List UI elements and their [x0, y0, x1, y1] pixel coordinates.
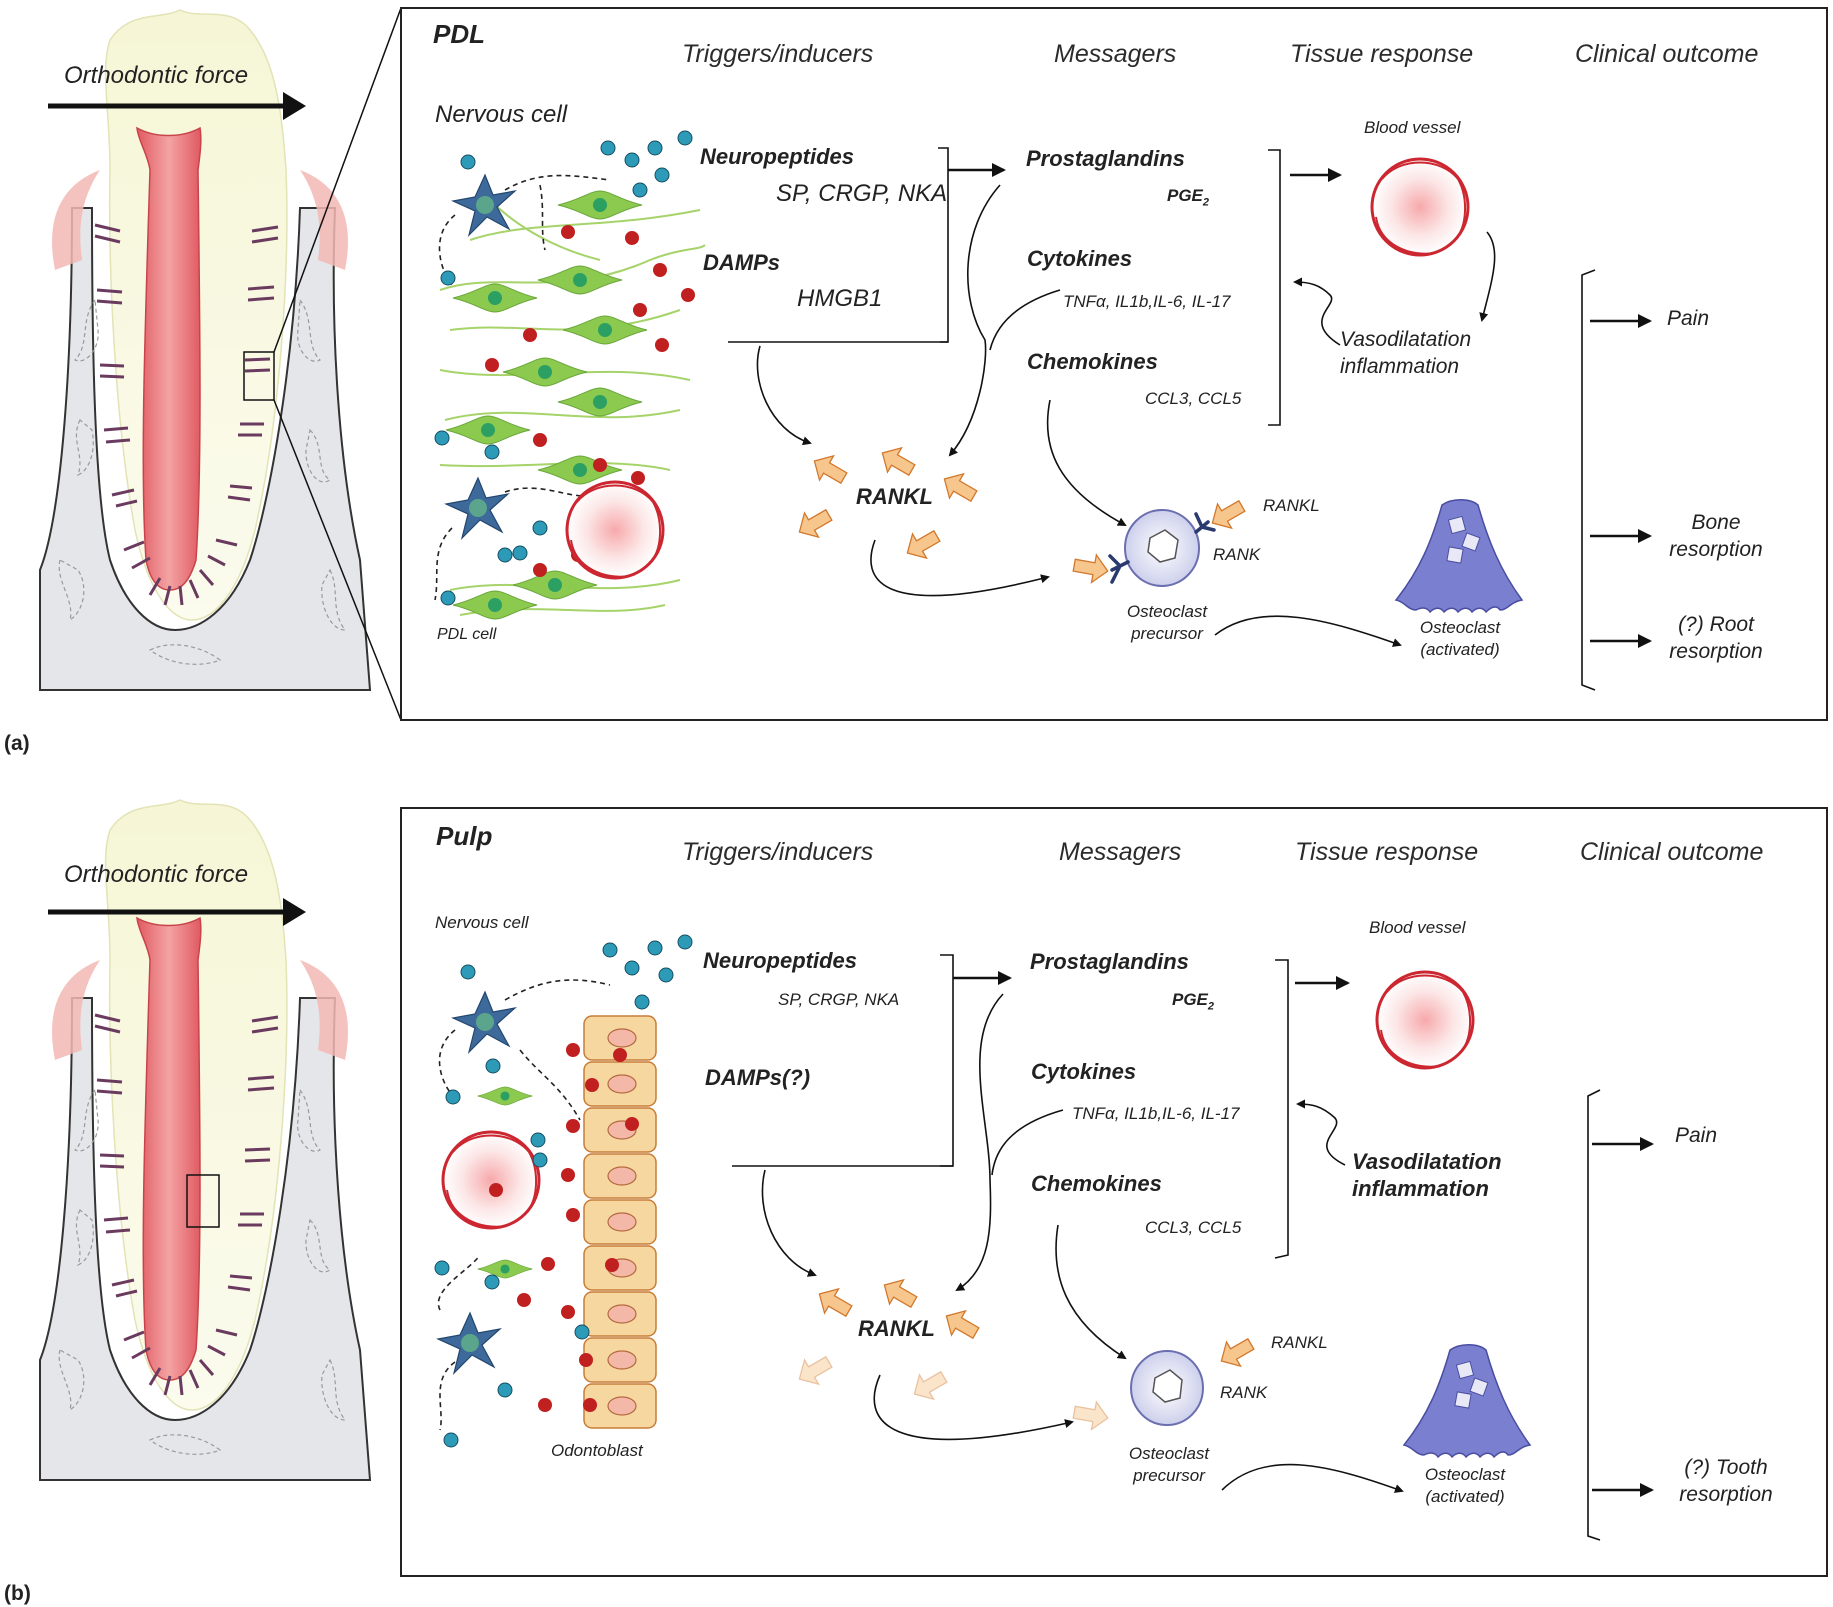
chemokines-label-a: Chemokines — [1027, 349, 1158, 374]
flow-lines-a — [728, 147, 1652, 691]
cytokines-list-a: TNFα, IL1b,IL-6, IL-17 — [1063, 292, 1231, 311]
osteoclast-activated-label-a-2: (activated) — [1420, 640, 1500, 659]
neuropeptides-list-b: SP, CRGP, NKA — [778, 990, 900, 1009]
tooth-resorption-label-1: (?) Tooth — [1684, 1456, 1768, 1479]
osteoclast-precursor-b — [1130, 1350, 1204, 1426]
root-resorption-label-1: (?) Root — [1678, 613, 1754, 636]
osteoclast-activated-b — [1403, 1344, 1531, 1458]
blood-vessel-in-field-a — [565, 480, 665, 580]
nerve-cell-b1 — [452, 991, 516, 1053]
odontoblast-column — [583, 1015, 657, 1429]
cytokines-label-a: Cytokines — [1027, 246, 1133, 271]
rankl-label-b: RANKL — [858, 1316, 935, 1341]
rankl-small-label-b: RANKL — [1271, 1333, 1328, 1352]
header-messengers-a: Messagers — [1054, 40, 1177, 68]
chemokines-list-a: CCL3, CCL5 — [1145, 389, 1242, 408]
rank-label-a: RANK — [1213, 545, 1261, 564]
rankl-label-a: RANKL — [856, 484, 933, 509]
damps-label-a: DAMPs — [703, 250, 781, 275]
panel-a-frame — [400, 7, 1828, 721]
tooth-illustration-b — [38, 798, 372, 1482]
panel-b-tag: (b) — [4, 1582, 31, 1605]
panel-a-title: PDL — [433, 19, 485, 49]
odontoblast-label: Odontoblast — [551, 1441, 643, 1460]
nervous-cell-label-a: Nervous cell — [435, 101, 568, 128]
force-label-a: Orthodontic force — [64, 62, 249, 89]
blood-vessel-b — [1375, 970, 1475, 1070]
blood-vessel-in-field-b — [441, 1130, 541, 1230]
tooth-illustration-a — [38, 8, 372, 692]
panel-b — [38, 798, 1828, 1577]
header-tissue-b: Tissue response — [1295, 838, 1479, 866]
neuropeptides-label-a: Neuropeptides — [700, 144, 855, 169]
cytokines-list-b: TNFα, IL1b,IL-6, IL-17 — [1072, 1104, 1240, 1123]
cytokines-label-b: Cytokines — [1031, 1059, 1137, 1084]
header-triggers-b: Triggers/inducers — [682, 838, 874, 866]
pulp-cell-field — [434, 934, 693, 1448]
pain-label-a: Pain — [1667, 307, 1710, 330]
header-messengers-b: Messagers — [1059, 838, 1182, 866]
osteoclast-precursor-label-a-1: Osteoclast — [1126, 602, 1208, 621]
vasodilatation-label-a: Vasodilatation — [1340, 328, 1472, 351]
osteoclast-precursor-a — [1108, 509, 1216, 587]
panel-a — [38, 7, 1828, 721]
bone-resorption-label-2: resorption — [1669, 538, 1763, 561]
osteoclast-precursor-label-b-2: precursor — [1133, 1466, 1205, 1485]
pdl-cell-label: PDL cell — [437, 626, 497, 643]
pain-label-b: Pain — [1675, 1124, 1718, 1147]
panel-b-title: Pulp — [436, 821, 493, 851]
zoom-line-bottom-a — [273, 399, 402, 721]
osteoclast-precursor-label-a-2: precursor — [1131, 624, 1203, 643]
zoom-line-top-a — [273, 7, 402, 353]
chemokines-label-b: Chemokines — [1031, 1171, 1162, 1196]
pge2-label-b: PGE2 — [1172, 990, 1215, 1013]
blood-vessel-label-a: Blood vessel — [1364, 118, 1461, 137]
force-arrowhead-a — [283, 92, 306, 120]
osteoclast-activated-label-a-1: Osteoclast — [1419, 618, 1501, 637]
prostaglandins-label-b: Prostaglandins — [1030, 949, 1189, 974]
panel-b-frame — [400, 807, 1828, 1577]
prostaglandins-label-a: Prostaglandins — [1026, 146, 1185, 171]
zoom-box-a — [243, 351, 275, 401]
nerve-cell-b2 — [437, 1312, 501, 1374]
blood-vessel-a — [1370, 157, 1470, 257]
flow-lines-b — [732, 954, 1654, 1541]
osteoclast-precursor-label-b-1: Osteoclast — [1128, 1444, 1210, 1463]
rankl-small-label-a: RANKL — [1263, 496, 1320, 515]
damps-list-a: HMGB1 — [797, 285, 883, 312]
force-arrowhead-b — [283, 898, 306, 926]
panel-a-tag: (a) — [4, 732, 30, 755]
chemokines-list-b: CCL3, CCL5 — [1145, 1218, 1242, 1237]
inflammation-label-a: inflammation — [1340, 355, 1460, 378]
pdl-cell-field — [434, 130, 706, 620]
osteoclast-activated-a — [1395, 499, 1523, 613]
neuropeptides-label-b: Neuropeptides — [703, 948, 858, 973]
zoom-box-b — [186, 1174, 220, 1228]
damps-label-b: DAMPs(?) — [705, 1065, 811, 1090]
inflammation-label-b: inflammation — [1352, 1176, 1489, 1201]
osteoclast-activated-label-b-1: Osteoclast — [1424, 1465, 1506, 1484]
header-tissue-a: Tissue response — [1290, 40, 1474, 68]
nerve-cell-a1 — [452, 174, 516, 236]
header-clinical-b: Clinical outcome — [1580, 838, 1764, 866]
header-clinical-a: Clinical outcome — [1575, 40, 1759, 68]
header-triggers-a: Triggers/inducers — [682, 40, 874, 68]
pge2-label-a: PGE2 — [1167, 186, 1210, 209]
bone-resorption-label-1: Bone — [1691, 511, 1741, 534]
root-resorption-label-2: resorption — [1669, 640, 1763, 663]
vasodilatation-label-b: Vasodilatation — [1352, 1149, 1502, 1174]
osteoclast-activated-label-b-2: (activated) — [1425, 1487, 1505, 1506]
blood-vessel-label-b: Blood vessel — [1369, 918, 1466, 937]
neuropeptides-list-a: SP, CRGP, NKA — [776, 180, 948, 207]
rank-label-b: RANK — [1220, 1383, 1268, 1402]
force-label-b: Orthodontic force — [64, 861, 249, 888]
nerve-cell-a2 — [445, 477, 509, 539]
tooth-resorption-label-2: resorption — [1679, 1483, 1773, 1506]
nervous-cell-label-b: Nervous cell — [435, 913, 529, 932]
